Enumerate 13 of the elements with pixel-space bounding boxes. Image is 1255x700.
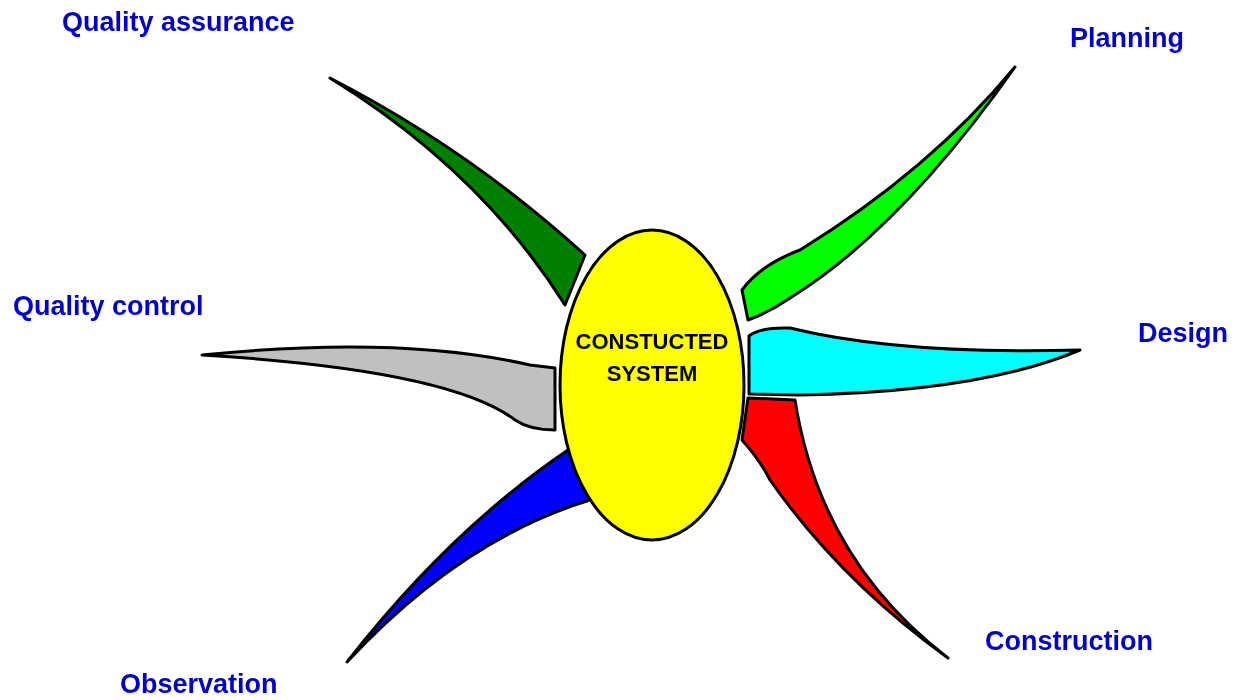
petal-shape xyxy=(200,345,557,432)
petal-label: Quality assurance xyxy=(62,6,295,38)
petal-label: Observation xyxy=(120,668,278,700)
petal-label: Planning xyxy=(1070,22,1184,54)
petal-shape xyxy=(740,65,1017,322)
petal-shape xyxy=(345,448,592,664)
petal-label: Quality control xyxy=(13,290,204,322)
petal-label: Construction xyxy=(985,625,1153,657)
petal-shape xyxy=(328,76,587,307)
center-label: CONSTUCTED SYSTEM xyxy=(574,328,730,388)
petal-shape xyxy=(740,396,950,660)
petal-shape xyxy=(747,326,1082,397)
petal-label: Design xyxy=(1138,317,1229,349)
